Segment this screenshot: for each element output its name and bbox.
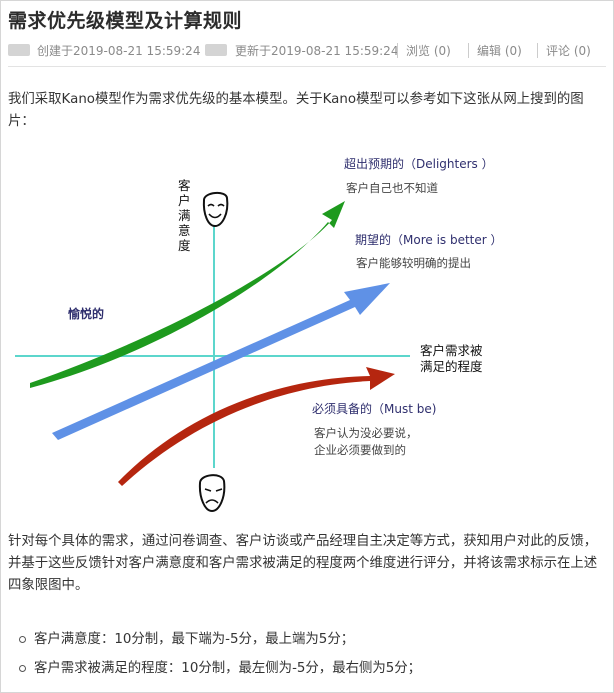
meta-divider [468,43,469,58]
kano-model-image: 客 户 满 意 度 客户需求被 满足的程度 超出预期的（Delighters ）… [15,156,503,513]
list-item: 客户需求被满足的程度：10分制，最左侧为-5分，最右侧为5分； [18,660,421,677]
edit-count: (0) [504,44,522,58]
y-axis-label-char: 户 [178,193,191,208]
views-link[interactable]: 浏览 (0) [406,42,451,59]
comment-label: 评论 [546,44,571,58]
delighters-note: 客户自己也不知道 [346,181,438,195]
edit-label: 编辑 [477,44,502,58]
y-axis-label-char: 度 [178,238,191,253]
comment-link[interactable]: 评论 (0) [546,42,591,59]
x-axis-label-line: 满足的程度 [420,359,483,374]
x-axis-label-line: 客户需求被 [420,343,483,358]
must-be-label: 必须具备的（Must be) [312,401,436,416]
performance-label: 期望的（More is better ） [355,232,503,247]
author-avatar-placeholder [8,44,30,56]
list-item: 客户满意度：10分制，最下端为-5分，最上端为5分； [18,631,421,648]
y-axis-label-char: 意 [178,223,191,238]
views-count: (0) [433,44,451,58]
editor-avatar-placeholder [205,44,227,56]
y-axis-label-char: 客 [178,178,191,193]
edit-link[interactable]: 编辑 (0) [477,42,522,59]
intro-paragraph: 我们采取Kano模型作为需求优先级的基本模型。关于Kano模型可以参考如下这张从… [8,92,584,129]
views-label: 浏览 [406,44,431,58]
article-meta-bar: 创建于2019-08-21 15:59:24 更新于2019-08-21 15:… [8,42,606,60]
meta-divider [397,43,398,58]
article-title: 需求优先级模型及计算规则 [8,10,243,32]
sad-face-icon [198,474,226,513]
delighters-label: 超出预期的（Delighters ） [344,156,494,171]
updated-date: 更新于2019-08-21 15:59:24 [235,44,399,58]
header-divider [8,66,606,67]
created-date: 创建于2019-08-21 15:59:24 [37,44,201,58]
body-paragraph: 针对每个具体的需求，通过问卷调查、客户访谈或产品经理自主决定等方式，获知用户对此… [8,534,598,593]
meta-divider [537,43,538,58]
must-be-note-line: 企业必须要做到的 [314,443,406,457]
comment-count: (0) [573,44,591,58]
happy-face-icon [202,192,229,228]
delight-label: 愉悦的 [68,306,104,321]
performance-line [52,283,390,440]
must-be-curve [118,367,395,486]
performance-note: 客户能够较明确的提出 [356,256,471,270]
must-be-note-line: 客户认为没必要说， [314,426,418,440]
y-axis-label-char: 满 [178,208,191,223]
scoring-rules-list: 客户满意度：10分制，最下端为-5分，最上端为5分； 客户需求被满足的程度：10… [18,631,421,677]
